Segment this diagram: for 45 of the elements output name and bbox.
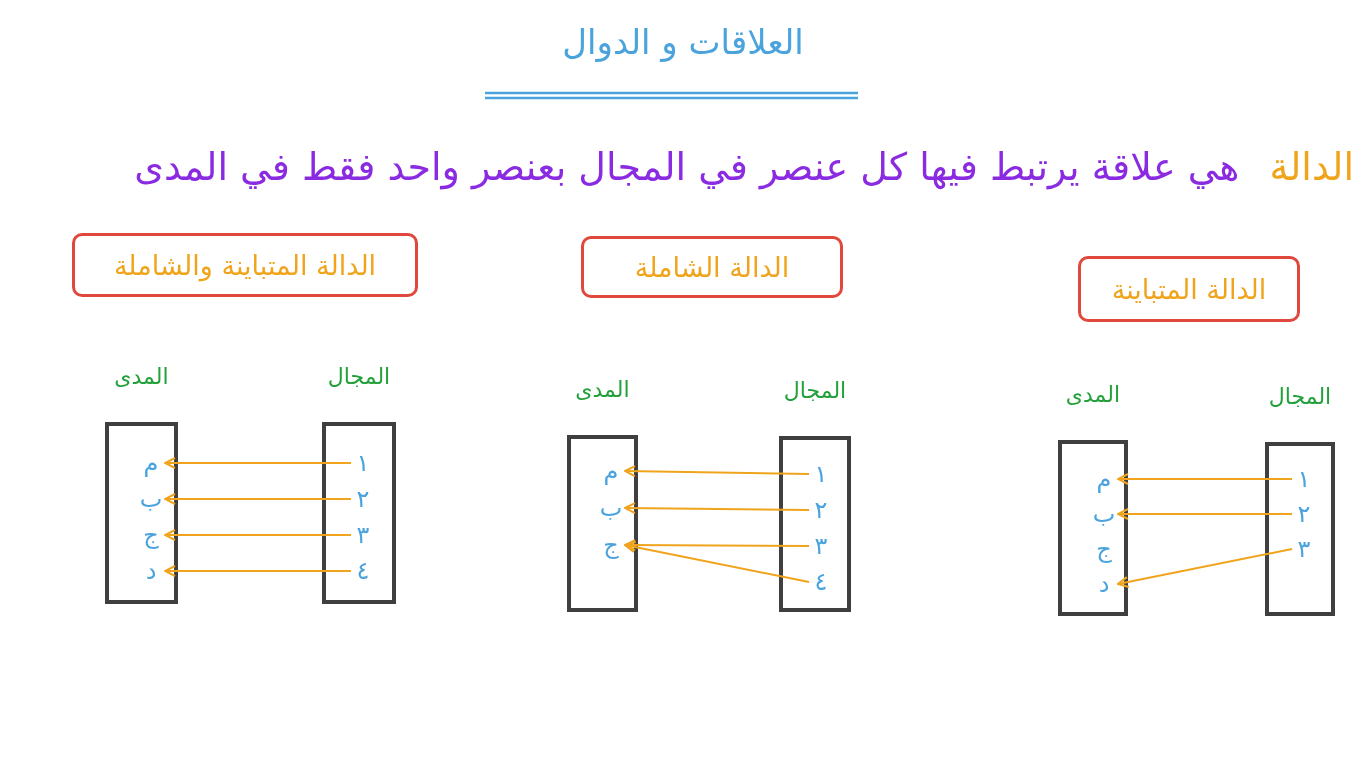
set-element: ب: [599, 493, 623, 523]
title: العلاقات و الدوال: [562, 22, 804, 62]
arrow: [1117, 548, 1293, 588]
heading-box: الدالة المتباينة والشاملة: [72, 233, 418, 297]
arrow: [164, 529, 352, 541]
set-element: ٣: [1292, 534, 1316, 564]
set-element: ١: [351, 448, 375, 478]
set-element: م: [139, 448, 163, 478]
set-element: م: [599, 456, 623, 486]
arrow: [624, 541, 810, 583]
arrow: [624, 502, 810, 515]
set-element: ب: [139, 484, 163, 514]
defined-term: الدالة: [1269, 145, 1354, 189]
set-label: المدى: [575, 377, 630, 402]
set-element: ٤: [351, 556, 375, 586]
arrow: [624, 465, 810, 478]
set-label: المجال: [783, 378, 847, 403]
set-element: ٢: [351, 484, 375, 514]
arrow: [1117, 473, 1293, 485]
set-label: المجال: [327, 364, 391, 389]
set-element: ج: [139, 520, 163, 550]
set-element: ٣: [351, 520, 375, 550]
set-element: ج: [1092, 534, 1116, 564]
set-element: ١: [1292, 464, 1316, 494]
set-element: ٢: [809, 495, 833, 525]
arrow: [164, 493, 352, 505]
arrow: [164, 457, 352, 469]
set-element: ٣: [809, 531, 833, 561]
set-element: د: [139, 556, 163, 586]
set-element: ج: [599, 530, 623, 560]
definition-text: هي علاقة يرتبط فيها كل عنصر في المجال بعنصر واحد فقط في المدى: [134, 145, 1240, 189]
set-label: المدى: [114, 364, 169, 389]
set-label: المدى: [1065, 382, 1121, 407]
set-element: د: [1092, 569, 1116, 599]
set-element: م: [1092, 464, 1116, 494]
heading-box: الدالة الشاملة: [581, 236, 843, 298]
arrow: [164, 565, 352, 577]
heading-box: الدالة المتباينة: [1078, 256, 1300, 322]
arrow: [624, 539, 810, 552]
set-element: ٢: [1292, 499, 1316, 529]
arrow: [1117, 508, 1293, 520]
set-element: ١: [809, 459, 833, 489]
set-element: ب: [1092, 499, 1116, 529]
set-element: ٤: [809, 567, 833, 597]
set-label: المجال: [1268, 384, 1332, 409]
